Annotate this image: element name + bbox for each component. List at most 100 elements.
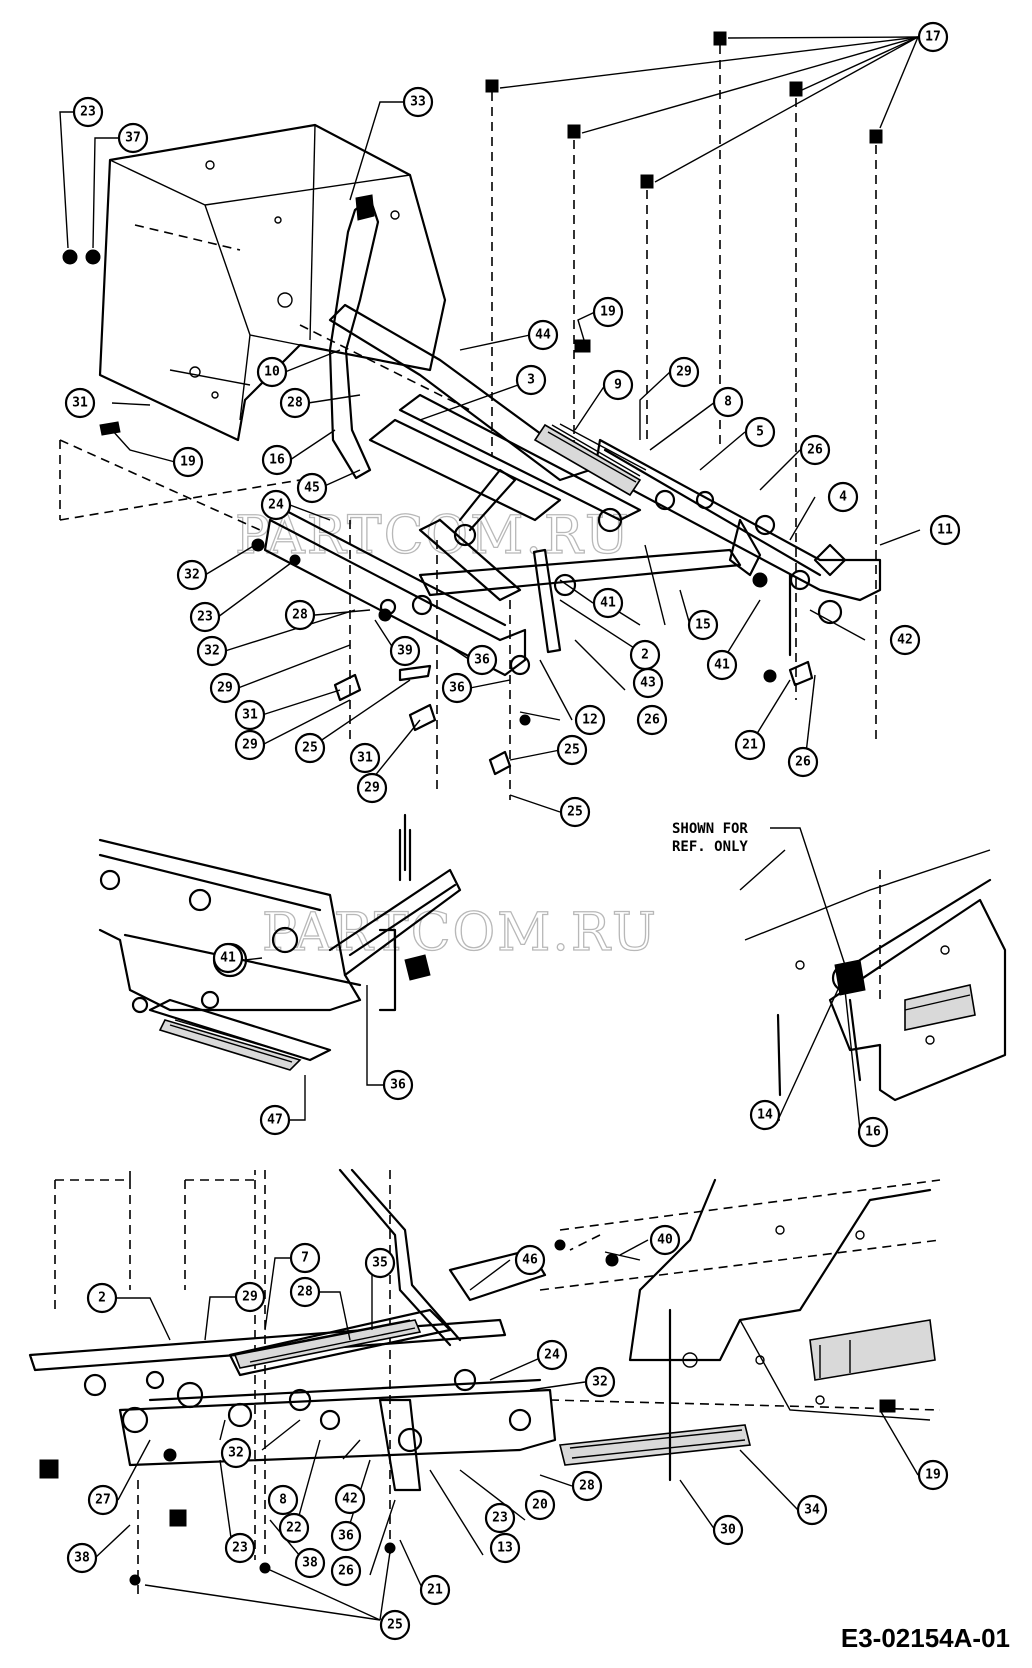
callout-32-bot2: 32 xyxy=(220,1437,252,1469)
callout-35: 35 xyxy=(364,1247,396,1279)
callout-15: 15 xyxy=(687,609,719,641)
middle-left-detail xyxy=(98,813,462,1121)
svg-text:28: 28 xyxy=(579,1479,595,1494)
svg-text:41: 41 xyxy=(220,951,236,966)
callout-44: 44 xyxy=(527,319,559,351)
callout-7: 7 xyxy=(289,1242,321,1274)
callout-31b: 31 xyxy=(234,699,266,731)
svg-text:26: 26 xyxy=(644,713,660,728)
svg-text:36: 36 xyxy=(474,653,490,668)
callout-5: 5 xyxy=(744,416,776,448)
svg-text:20: 20 xyxy=(532,1498,548,1513)
svg-text:35: 35 xyxy=(372,1256,388,1271)
svg-text:19: 19 xyxy=(180,455,196,470)
svg-text:29: 29 xyxy=(364,781,380,796)
svg-text:27: 27 xyxy=(95,1493,111,1508)
lift-frame xyxy=(251,303,882,776)
callout-21: 21 xyxy=(734,729,766,761)
callout-36-bot: 36 xyxy=(330,1520,362,1552)
callout-38-bot: 38 xyxy=(66,1542,98,1574)
bottom-assembly xyxy=(28,1168,941,1621)
callout-31: 31 xyxy=(64,387,96,419)
svg-text:5: 5 xyxy=(756,425,764,440)
svg-text:29: 29 xyxy=(676,365,692,380)
svg-text:15: 15 xyxy=(695,618,711,633)
leaders-17 xyxy=(499,36,919,183)
svg-text:9: 9 xyxy=(614,378,622,393)
svg-text:30: 30 xyxy=(720,1523,736,1538)
callout-8-bot: 8 xyxy=(267,1484,299,1516)
callout-41b: 41 xyxy=(706,649,738,681)
svg-text:21: 21 xyxy=(427,1583,443,1598)
svg-text:23: 23 xyxy=(232,1541,248,1556)
callout-26-bot: 26 xyxy=(330,1555,362,1587)
svg-text:36: 36 xyxy=(449,681,465,696)
callout-46: 46 xyxy=(514,1244,546,1276)
svg-text:10: 10 xyxy=(264,365,280,380)
svg-text:42: 42 xyxy=(897,633,913,648)
callout-16: 16 xyxy=(261,444,293,476)
svg-text:46: 46 xyxy=(522,1253,538,1268)
callout-31c: 31 xyxy=(349,742,381,774)
reference-note-line2: REF. ONLY xyxy=(672,839,748,855)
callout-11: 11 xyxy=(929,514,961,546)
svg-text:23: 23 xyxy=(80,105,96,120)
callout-41: 41 xyxy=(592,587,624,619)
callout-17: 17 xyxy=(917,21,949,53)
callout-28-bot: 28 xyxy=(289,1276,321,1308)
svg-text:28: 28 xyxy=(297,1285,313,1300)
callout-43: 43 xyxy=(632,667,664,699)
svg-text:12: 12 xyxy=(582,713,598,728)
svg-text:23: 23 xyxy=(492,1511,508,1526)
callouts-top: 17 33 23 37 19 44 3 9 29 8 5 26 10 28 31… xyxy=(64,21,961,828)
body-panel-bottom xyxy=(628,1178,932,1362)
callout-16-mid: 16 xyxy=(857,1116,889,1148)
svg-text:29: 29 xyxy=(242,1290,258,1305)
svg-text:34: 34 xyxy=(804,1503,820,1518)
svg-text:26: 26 xyxy=(807,443,823,458)
callout-4: 4 xyxy=(827,481,859,513)
callout-22: 22 xyxy=(278,1512,310,1544)
callout-28b: 28 xyxy=(284,599,316,631)
callouts-middle: 41 36 47 14 16 xyxy=(212,942,889,1148)
callout-29b: 29 xyxy=(209,672,241,704)
svg-text:29: 29 xyxy=(217,681,233,696)
svg-text:32: 32 xyxy=(228,1446,244,1461)
callout-36: 36 xyxy=(466,644,498,676)
svg-text:31: 31 xyxy=(72,396,88,411)
svg-text:42: 42 xyxy=(342,1492,358,1507)
callout-34: 34 xyxy=(796,1494,828,1526)
svg-text:32: 32 xyxy=(184,568,200,583)
callout-32: 32 xyxy=(176,559,208,591)
callout-40: 40 xyxy=(649,1224,681,1256)
svg-text:11: 11 xyxy=(937,523,953,538)
callout-25-bot: 25 xyxy=(379,1609,411,1641)
callout-26: 26 xyxy=(799,434,831,466)
svg-text:19: 19 xyxy=(925,1468,941,1483)
panel-slot xyxy=(809,1319,936,1381)
callout-33: 33 xyxy=(402,86,434,118)
callout-25c: 25 xyxy=(559,796,591,828)
diagram-code: E3-02154A-01 xyxy=(840,1623,1010,1653)
svg-text:25: 25 xyxy=(387,1618,403,1633)
callouts-bottom: 2 29 7 28 35 46 40 24 32 27 32 8 22 42 3… xyxy=(66,1224,949,1641)
callout-26c: 26 xyxy=(787,746,819,778)
svg-text:7: 7 xyxy=(301,1251,309,1266)
callout-10: 10 xyxy=(256,356,288,388)
callout-25: 25 xyxy=(294,732,326,764)
callout-29: 29 xyxy=(668,356,700,388)
svg-text:8: 8 xyxy=(279,1493,287,1508)
lift-lever xyxy=(328,194,380,480)
leaders-bottom xyxy=(94,1239,919,1621)
callout-38: 38 xyxy=(294,1547,326,1579)
svg-text:29: 29 xyxy=(242,738,258,753)
callout-45: 45 xyxy=(296,472,328,504)
seat-panel xyxy=(98,123,447,442)
callout-29-bot: 29 xyxy=(234,1281,266,1313)
callout-19b: 19 xyxy=(172,446,204,478)
svg-text:4: 4 xyxy=(839,490,847,505)
callout-23b: 23 xyxy=(189,601,221,633)
svg-text:45: 45 xyxy=(304,481,320,496)
callout-41-mid: 41 xyxy=(212,942,244,974)
